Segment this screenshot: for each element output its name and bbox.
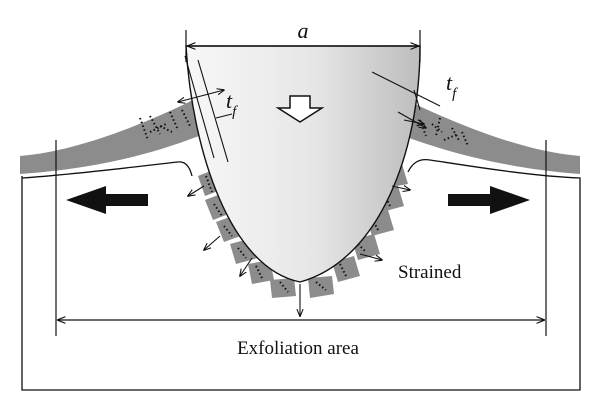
- indenter: [185, 45, 421, 283]
- strain-arrows: [188, 120, 424, 316]
- label-tf-left: tf: [226, 88, 238, 120]
- tf-left-ext-2: [197, 59, 229, 163]
- label-exfoliation-area: Exfoliation area: [237, 338, 359, 359]
- tf-right-ext-1: [371, 71, 441, 107]
- hollow-down-arrow-icon: [275, 95, 325, 123]
- label-strained: Strained: [398, 262, 462, 283]
- label-tf-right: tf: [446, 70, 458, 102]
- tf-left-tick: [215, 113, 233, 119]
- tf-right-tick: [413, 89, 421, 111]
- tf-left-ext-1: [184, 55, 215, 159]
- tf-left-arrow: [178, 90, 224, 102]
- film-right: [393, 96, 580, 174]
- substrate-outline: [21, 158, 581, 391]
- left-arrow-icon: [66, 186, 148, 214]
- crack-dots-blocks: [205, 171, 393, 293]
- label-a: a: [298, 18, 309, 43]
- right-arrow-icon: [448, 186, 530, 214]
- film-left: [20, 96, 214, 174]
- substrate-surface-left: [21, 161, 193, 179]
